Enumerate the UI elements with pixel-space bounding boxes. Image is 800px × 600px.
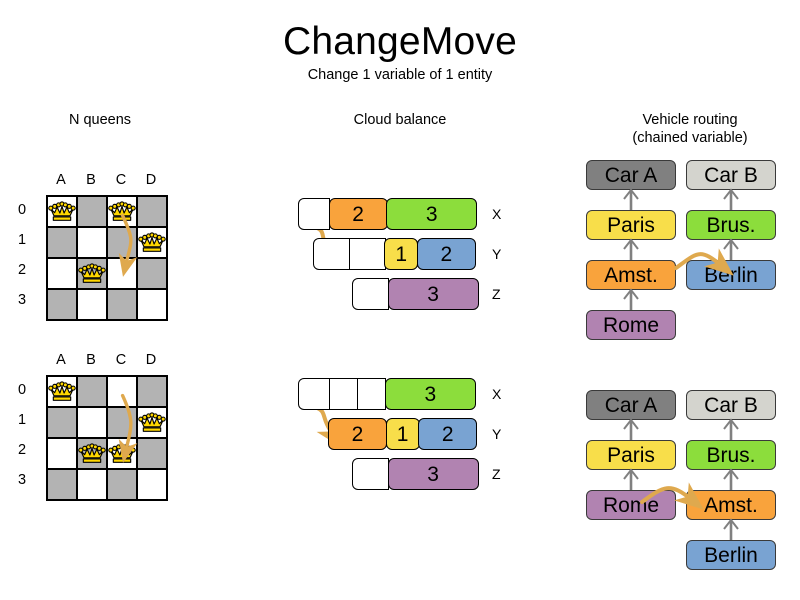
cloud-bar-after: 3 — [298, 378, 480, 410]
board-cell-D2[interactable] — [137, 258, 167, 289]
board-cell-B0[interactable] — [77, 376, 107, 407]
cloud-computer-label-x: X — [492, 206, 502, 222]
vehicle-box-carb-before[interactable]: Car B — [686, 160, 776, 190]
cloud-computer-label-y: Y — [492, 426, 502, 442]
cloud-process-3[interactable]: 3 — [387, 458, 479, 490]
visit-box-paris-before[interactable]: Paris — [586, 210, 676, 240]
visit-box-amst-after[interactable]: Amst. — [686, 490, 776, 520]
cloud-process-1[interactable]: 1 — [385, 418, 420, 450]
board-row-label-2: 2 — [17, 262, 27, 278]
cloud-computer-label-z: Z — [492, 466, 501, 482]
cloud-process-3[interactable]: 3 — [387, 278, 479, 310]
board-column-label-d: D — [145, 172, 157, 188]
board-cell-A3[interactable] — [47, 289, 77, 320]
visit-box-rome-before[interactable]: Rome — [586, 310, 676, 340]
board-column-label-c: C — [115, 352, 127, 368]
board-row-label-1: 1 — [17, 412, 27, 428]
board-row-label-0: 0 — [17, 202, 27, 218]
cloud-process-1[interactable]: 1 — [384, 238, 419, 270]
vehicle-box-cara-after[interactable]: Car A — [586, 390, 676, 420]
board-cell-A1[interactable] — [47, 227, 77, 258]
board-column-label-a: A — [56, 172, 66, 188]
cloud-segment-empty[interactable] — [328, 378, 359, 410]
board-row-label-1: 1 — [17, 232, 27, 248]
cloud-process-2[interactable]: 2 — [328, 198, 388, 230]
cloud-process-2[interactable]: 2 — [328, 418, 387, 450]
cloud-process-2[interactable]: 2 — [416, 238, 476, 270]
visit-box-brus-before[interactable]: Brus. — [686, 210, 776, 240]
cloud-segment-empty[interactable] — [348, 238, 386, 270]
section-title-cloudbalance: Cloud balance — [353, 112, 447, 128]
board-cell-B0[interactable] — [77, 196, 107, 227]
board-cell-B3[interactable] — [77, 469, 107, 500]
visit-box-rome-after[interactable]: Rome — [586, 490, 676, 520]
visit-box-paris-after[interactable]: Paris — [586, 440, 676, 470]
vehicle-box-cara-before[interactable]: Car A — [586, 160, 676, 190]
board-cell-D3[interactable] — [137, 469, 167, 500]
cloud-computer-label-y: Y — [492, 246, 502, 262]
cloud-bar-before: 3 — [352, 278, 480, 310]
board-row-label-3: 3 — [17, 472, 27, 488]
board-column-label-b: B — [86, 172, 96, 188]
board-cell-D2[interactable] — [137, 438, 167, 469]
section-title-vehiclerouting: Vehicle routing (chained variable) — [590, 111, 790, 147]
vr-title-line1: Vehicle routing — [642, 112, 738, 128]
page-subtitle: Change 1 variable of 1 entity — [307, 67, 493, 83]
board-column-label-a: A — [56, 352, 66, 368]
cloud-computer-label-z: Z — [492, 286, 501, 302]
board-cell-A1[interactable] — [47, 407, 77, 438]
board-cell-C3[interactable] — [107, 289, 137, 320]
visit-box-berlin-before[interactable]: Berlin — [686, 260, 776, 290]
visit-box-berlin-after[interactable]: Berlin — [686, 540, 776, 570]
visit-box-brus-after[interactable]: Brus. — [686, 440, 776, 470]
board-cell-B1[interactable] — [77, 407, 107, 438]
cloud-segment-empty[interactable] — [313, 238, 350, 270]
page-title: ChangeMove — [283, 20, 517, 63]
cloud-bar-after: 3 — [352, 458, 480, 490]
board-cell-D3[interactable] — [137, 289, 167, 320]
vehicle-box-carb-after[interactable]: Car B — [686, 390, 776, 420]
vr-title-line2: (chained variable) — [632, 130, 748, 146]
cloud-process-3[interactable]: 3 — [386, 198, 478, 230]
board-cell-A2[interactable] — [47, 258, 77, 289]
board-row-label-3: 3 — [17, 292, 27, 308]
board-cell-D0[interactable] — [137, 376, 167, 407]
board-cell-B1[interactable] — [77, 227, 107, 258]
board-row-label-0: 0 — [17, 382, 27, 398]
cloud-segment-empty[interactable] — [352, 278, 389, 310]
cloud-segment-empty[interactable] — [357, 378, 387, 410]
board-cell-A3[interactable] — [47, 469, 77, 500]
cloud-computer-label-x: X — [492, 386, 502, 402]
cloud-segment-empty[interactable] — [298, 378, 330, 410]
board-column-label-b: B — [86, 352, 96, 368]
board-cell-D0[interactable] — [137, 196, 167, 227]
board-row-label-2: 2 — [17, 442, 27, 458]
cloud-process-3[interactable]: 3 — [384, 378, 476, 410]
section-title-nqueens: N queens — [68, 112, 132, 128]
board-cell-A2[interactable] — [47, 438, 77, 469]
board-cell-C3[interactable] — [107, 469, 137, 500]
board-column-label-d: D — [145, 352, 157, 368]
chain-link-arrow — [723, 518, 739, 530]
cloud-process-2[interactable]: 2 — [418, 418, 478, 450]
visit-box-amst-before[interactable]: Amst. — [586, 260, 676, 290]
cloud-segment-empty[interactable] — [352, 458, 389, 490]
cloud-segment-empty[interactable] — [298, 198, 330, 230]
board-cell-B3[interactable] — [77, 289, 107, 320]
board-column-label-c: C — [115, 172, 127, 188]
